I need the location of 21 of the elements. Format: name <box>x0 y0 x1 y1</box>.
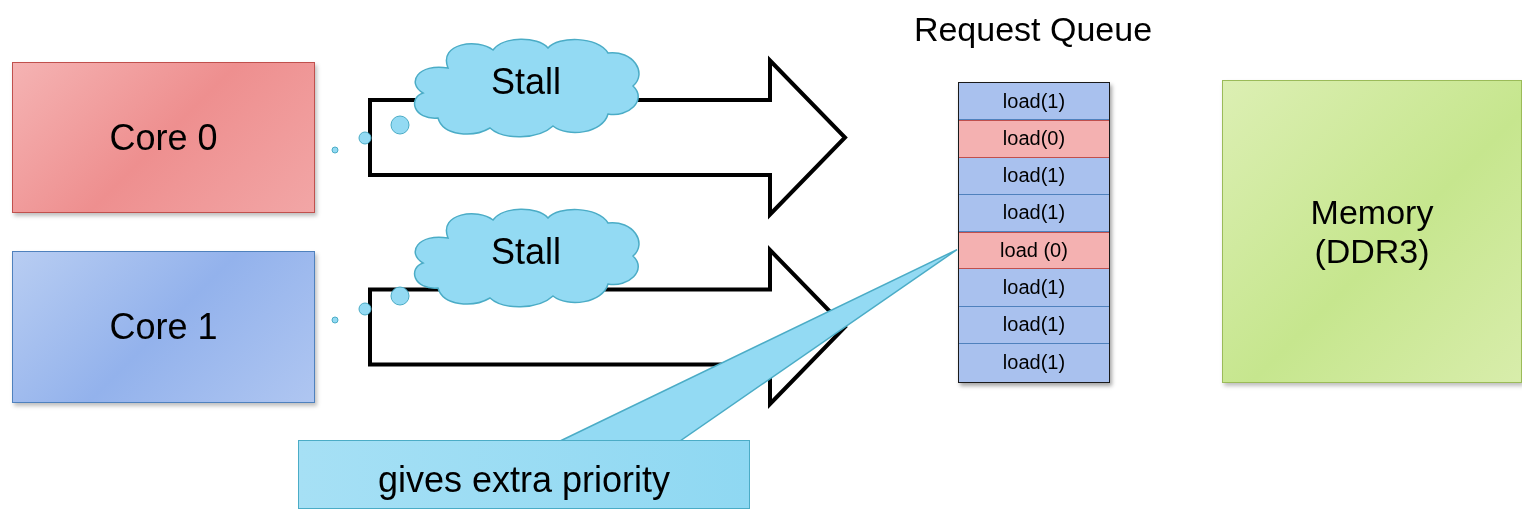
callout-box <box>298 440 750 509</box>
callout-text: gives extra priority <box>377 458 671 501</box>
queue-entry: load(1) <box>959 157 1109 195</box>
box-label: Memory (DDR3) <box>1309 192 1435 271</box>
callout-pointer <box>559 248 958 442</box>
queue-entry: load(1) <box>959 343 1109 381</box>
queue-entry: load(1) <box>959 194 1109 232</box>
box-label: Core 0 <box>109 116 218 159</box>
queue-entry: load(1) <box>959 269 1109 307</box>
block-arrow <box>368 55 848 220</box>
box-label: Core 1 <box>109 306 218 348</box>
cloud-label: Stall <box>491 231 561 273</box>
memory-box <box>1222 80 1522 383</box>
queue-entry: load (0) <box>959 232 1109 270</box>
processor-core-box <box>12 251 315 403</box>
queue-heading: Request Queue <box>912 10 1154 49</box>
cloud-label: Stall <box>491 61 561 103</box>
queue-entry: load(1) <box>959 306 1109 344</box>
processor-core-box <box>12 62 315 213</box>
queue-entry: load(1) <box>959 83 1109 121</box>
queue-entry: load(0) <box>959 120 1109 158</box>
